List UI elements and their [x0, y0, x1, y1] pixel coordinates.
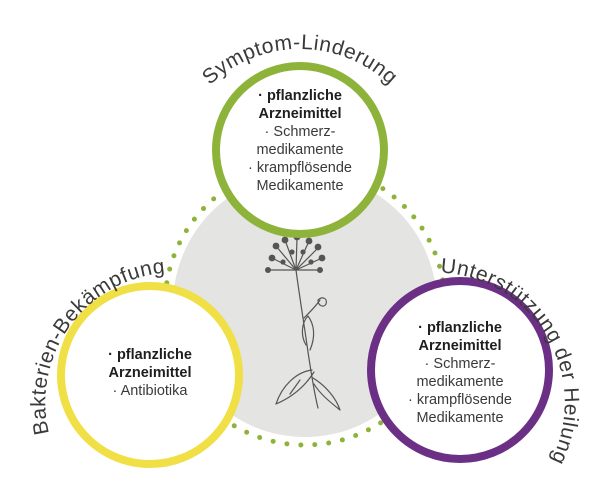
left-line-2: Arzneimittel: [108, 365, 192, 381]
top-line-3: · Schmerz-: [264, 124, 336, 140]
right-line-2: Arzneimittel: [418, 338, 502, 354]
top-circle: [212, 62, 388, 238]
top-line-4: medikamente: [256, 142, 344, 158]
top-line-2: Arzneimittel: [258, 106, 342, 122]
right-circle-text: · pflanzliche Arzneimittel · Schmerz- me…: [380, 319, 540, 427]
medicinal-plant-icon: [265, 233, 341, 411]
right-circle: [367, 277, 553, 463]
right-line-6: Medikamente: [416, 410, 504, 426]
right-line-1: · pflanzliche: [418, 320, 502, 336]
right-line-4: medikamente: [416, 374, 504, 390]
left-line-3: · Antibiotika: [112, 383, 188, 399]
top-circle-text: · pflanzliche Arzneimittel · Schmerz- me…: [220, 87, 380, 195]
left-circle: [57, 282, 243, 468]
top-line-5: · krampflösende: [248, 160, 352, 176]
right-line-3: · Schmerz-: [424, 356, 496, 372]
left-line-1: · pflanzliche: [108, 347, 192, 363]
top-line-1: · pflanzliche: [258, 88, 342, 104]
left-circle-text: · pflanzliche Arzneimittel · Antibiotika: [70, 346, 230, 400]
right-line-5: · krampflösende: [408, 392, 512, 408]
top-line-6: Medikamente: [256, 178, 344, 194]
